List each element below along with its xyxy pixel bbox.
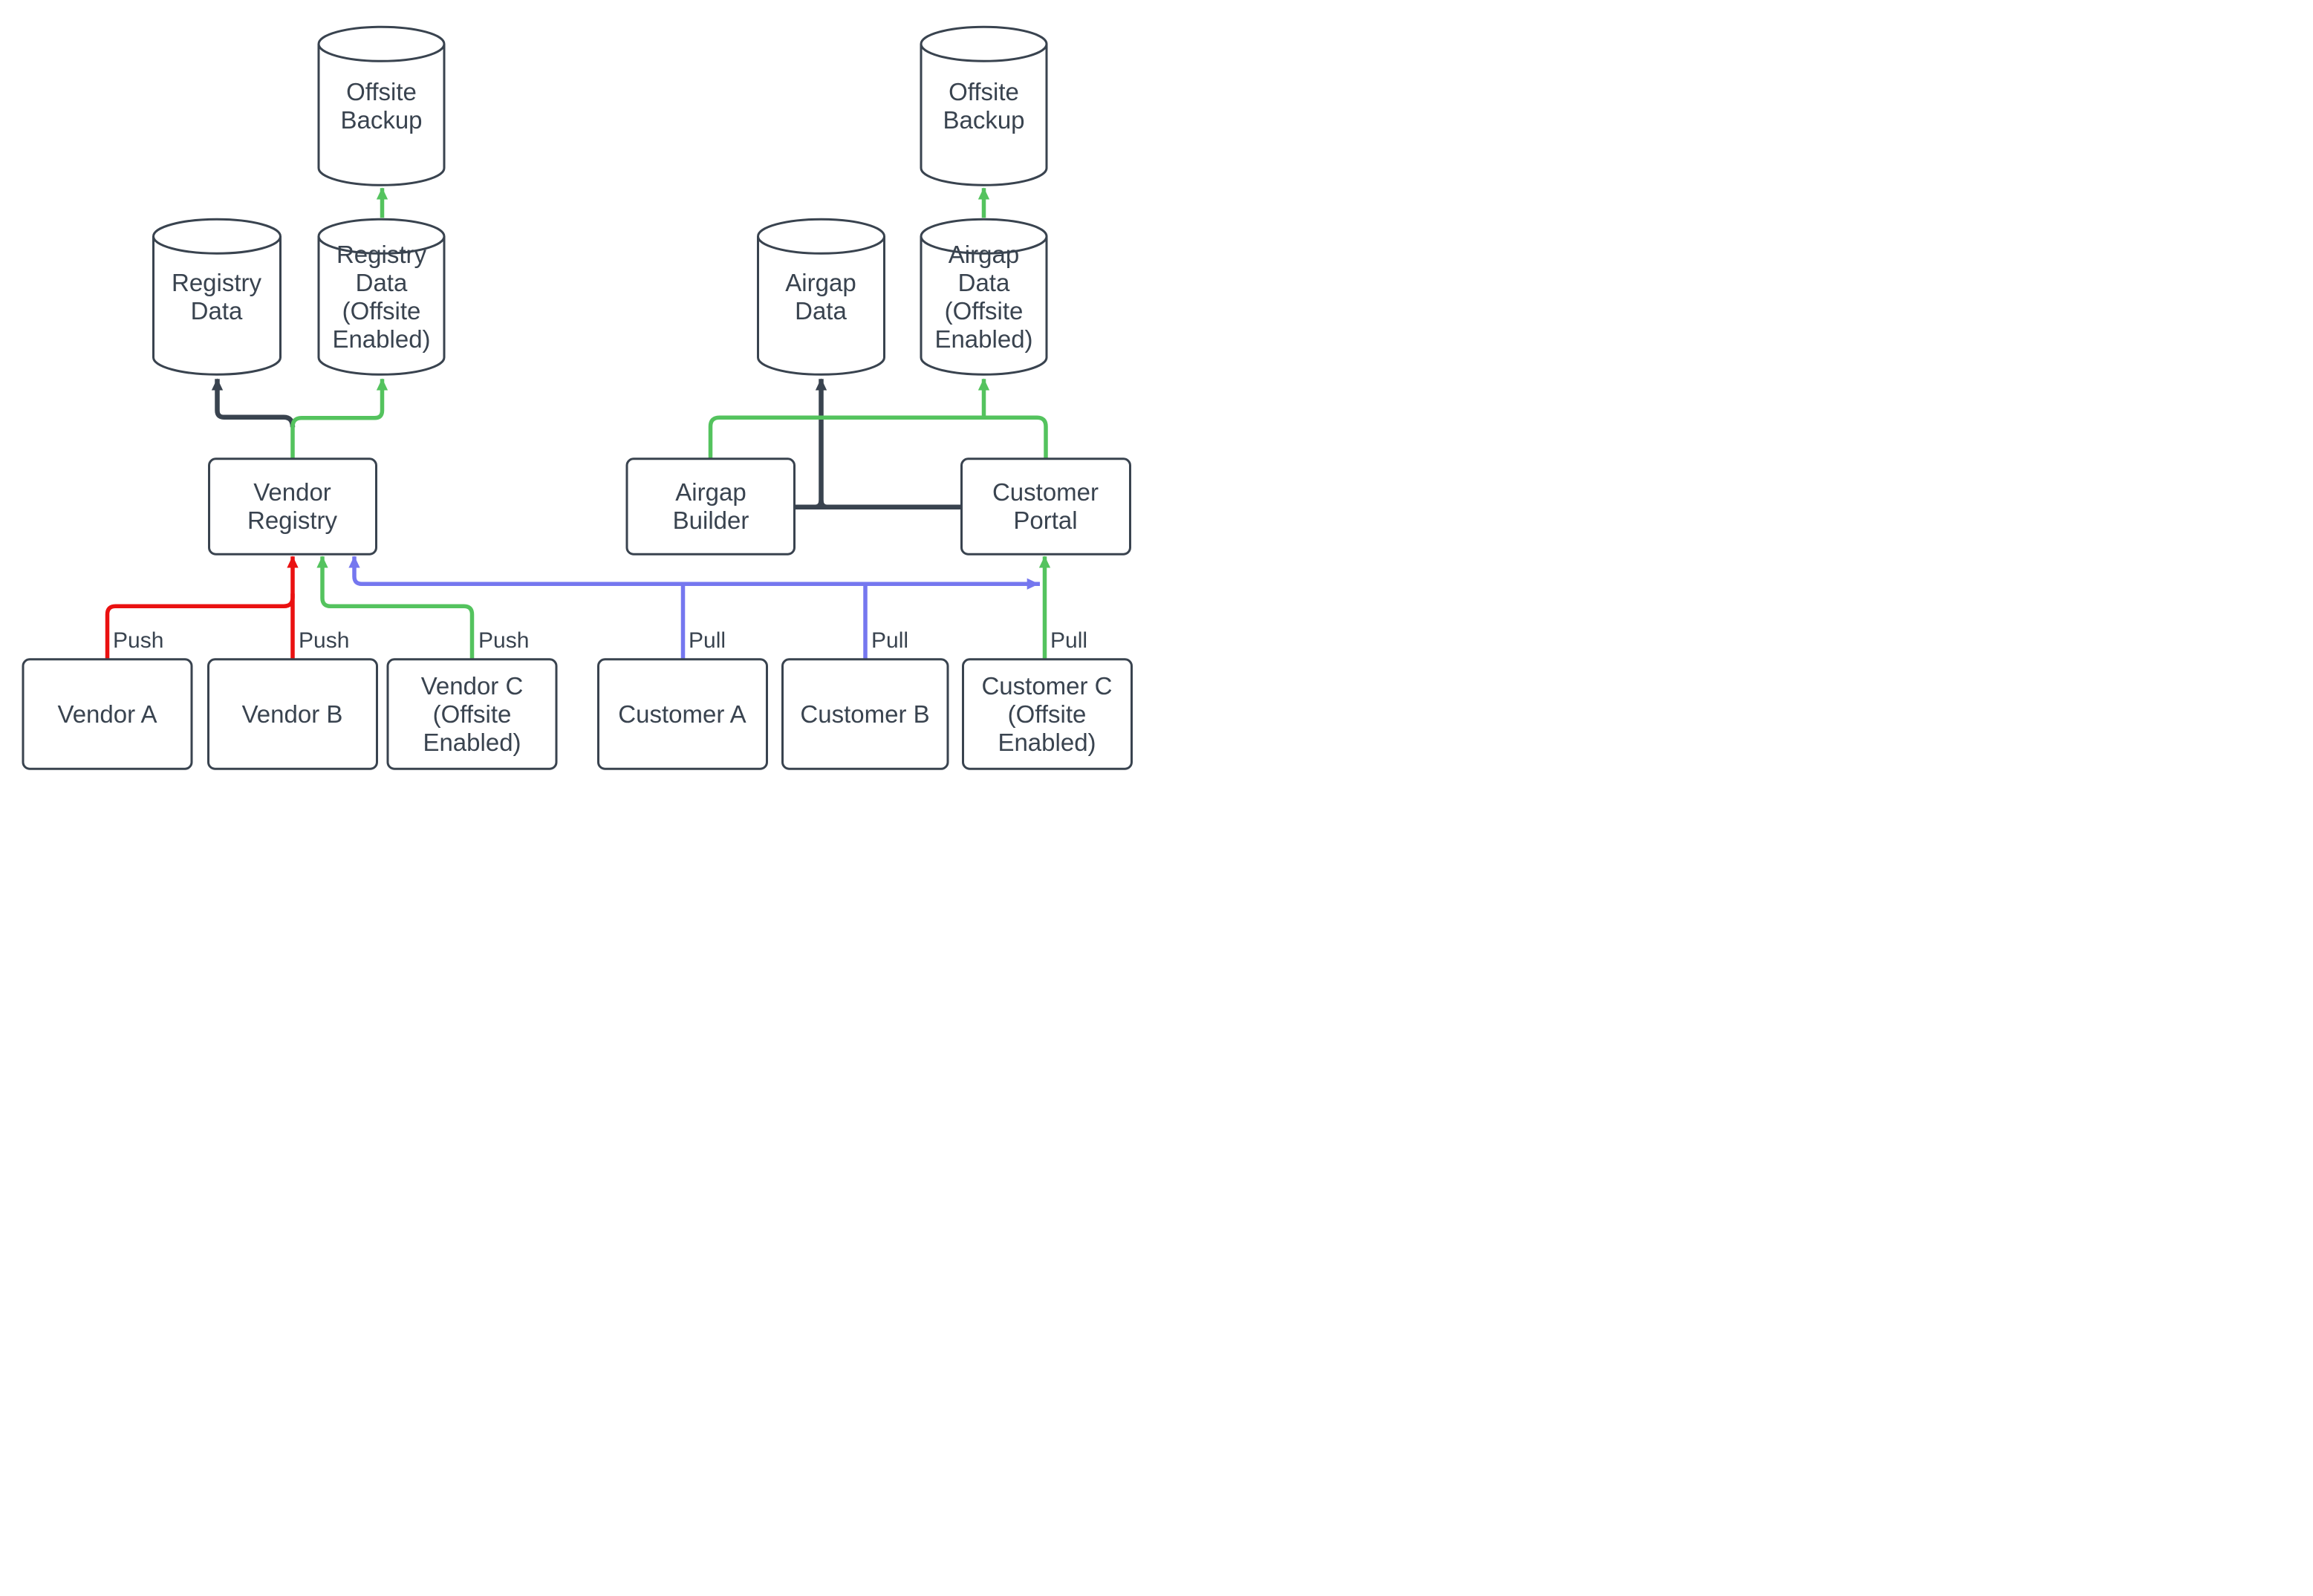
registry-data-offsite-cylinder: [317, 218, 446, 376]
vendor-a-box: [22, 658, 193, 770]
airgap-data-offsite-cylinder: [920, 218, 1048, 376]
airgap-builder-box: [625, 457, 796, 556]
offsite-backup-left-cylinder: [317, 25, 446, 186]
edge-bus-to-airgap-data: [814, 378, 827, 509]
offsite-backup-right-rim: [920, 44, 1048, 62]
offsite-backup-right-cylinder: [920, 25, 1048, 186]
airgap-data-cylinder: [757, 218, 885, 376]
customer-a-box: [597, 658, 768, 770]
diagram-shapes-and-edges: [22, 25, 1133, 770]
registry-data-cylinder: [152, 218, 282, 376]
airgap-data-offsite-rim: [920, 236, 1048, 255]
airgap-data-rim: [757, 236, 885, 255]
customer-portal-box: [960, 457, 1131, 556]
edge-registry-to-registry-data: [211, 378, 296, 428]
edge-pull-bus-to-vendor-registry: [348, 556, 1040, 586]
registry-data-offsite-rim: [317, 236, 446, 255]
registry-data-rim: [152, 236, 282, 255]
edge-registry-to-offsite-data: [290, 378, 388, 459]
edge-vendor-c-push: [316, 556, 475, 659]
vendor-registry-box: [208, 457, 377, 556]
customer-b-box: [781, 658, 949, 770]
customer-c-box: [962, 658, 1133, 770]
edge-builder-portal-green-bus: [708, 415, 1048, 460]
diagram-canvas: Offsite Backup Offsite Backup Registry D…: [0, 0, 1156, 798]
offsite-backup-left-rim: [317, 44, 446, 62]
vendor-c-box: [386, 658, 558, 770]
edge-vendor-a-push: [105, 593, 295, 659]
vendor-b-box: [207, 658, 378, 770]
edge-bus-fillet-right: [819, 500, 828, 509]
